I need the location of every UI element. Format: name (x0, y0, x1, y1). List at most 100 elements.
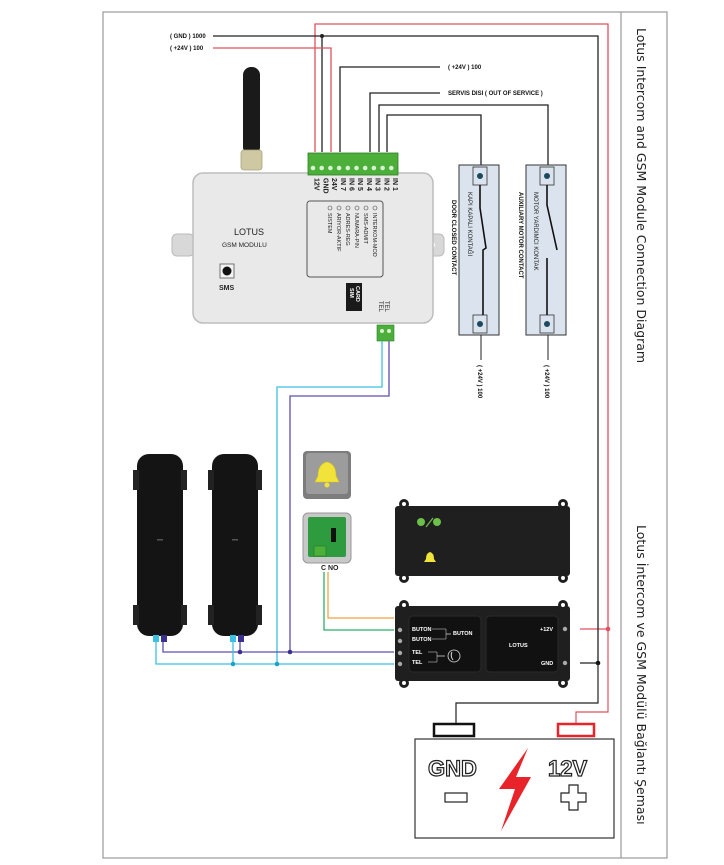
terminal-screw (380, 165, 385, 171)
battery-positive-terminal (556, 722, 596, 738)
led-label: SISTEM (326, 213, 332, 234)
terminal-label: IN 7 (339, 178, 346, 191)
sms-button-dot (222, 266, 232, 276)
plus-icon (560, 784, 587, 811)
photocell-beam-1 (133, 454, 187, 642)
intercom-brand: LOTUS (509, 643, 528, 649)
antenna-icon (240, 67, 263, 171)
terminal-gnd: GND (541, 661, 553, 667)
wire-beam-purple (162, 640, 394, 653)
wire-tel-cyan (276, 341, 383, 664)
terminal-screw (345, 165, 351, 171)
terminal-label: 12V (313, 178, 320, 191)
title-turkish: Lotus İntercom ve GSM Modülü Bağlantı Şe… (634, 525, 649, 825)
call-indicator-icon (417, 518, 425, 526)
tel-label-1: TEL (377, 301, 383, 313)
bell-indicator-icon (424, 552, 436, 562)
phone-icon (447, 649, 461, 663)
battery-wires (455, 629, 609, 723)
minus-icon (444, 792, 468, 803)
bell-icon (314, 461, 340, 483)
junction-dot (320, 34, 324, 38)
terminal-12v: +12V (540, 627, 553, 633)
terminal-screw (371, 165, 377, 171)
wire-motor-contact (378, 104, 549, 165)
led-label: SMS-ADMIT (362, 213, 368, 245)
terminal-label: IN 4 (365, 178, 372, 191)
door-contact-tr: KAPI KAPALI KONTAĞI (466, 192, 473, 256)
battery: GND 12V (414, 722, 615, 839)
battery-gnd-label: GND (428, 756, 477, 781)
led-panel (306, 200, 384, 278)
wire-beam-cyan (155, 640, 394, 665)
led-indicator (372, 205, 378, 211)
label-24v-top: ( +24V ) 100 (448, 65, 482, 71)
terminal-screw (319, 165, 325, 171)
label-24v-left: ( +24V ) 100 (170, 46, 204, 52)
lightning-bolt-icon (499, 748, 531, 831)
led-label: ADRES-REG (344, 213, 350, 246)
terminal-tel-2: TEL (412, 660, 423, 666)
tel-terminal (376, 324, 395, 342)
motor-contact-tr: MOTOR YARDIMCI KONTAK (532, 192, 538, 271)
terminal-tel-1: TEL (412, 650, 423, 656)
motor-contact-24v: ( +24V ) 100 (543, 365, 549, 399)
led-indicator (327, 205, 333, 211)
card-label: CARD (354, 286, 360, 302)
terminal-buton-2: BUTON (412, 637, 431, 643)
battery-12v-label: 12V (548, 756, 587, 781)
wire-tel-purple (289, 341, 390, 652)
sms-label: SMS (219, 285, 235, 292)
buton-group-label: BUTON (453, 631, 472, 637)
wire-servis-disi (369, 92, 440, 152)
terminal-buton-1: BUTON (412, 627, 431, 633)
gsm-subtitle: GSM MODULU (222, 242, 267, 249)
wire-button-green (323, 572, 394, 631)
terminal-label: IN 3 (374, 178, 381, 191)
terminal-screw (336, 165, 342, 171)
tel-wires (155, 341, 394, 665)
terminal-label: IN 5 (356, 178, 363, 191)
terminal-label: IN 6 (348, 178, 355, 191)
bell-button (303, 451, 351, 499)
intercom-outdoor-unit (395, 499, 570, 583)
intercom-main-unit: BUTON BUTON TEL TEL BUTON LOTUS +12V GND (395, 600, 570, 688)
terminal-screw (354, 165, 359, 171)
terminal-screw (328, 165, 333, 171)
led-indicator (345, 205, 351, 211)
title-english: Lotus Intercom and GSM Module Connection… (634, 28, 649, 363)
terminal-screw (389, 165, 394, 171)
led-label: INTERKOM-MOD (371, 213, 377, 257)
top-wires (213, 23, 609, 664)
terminal-screw (310, 165, 316, 171)
led-indicator (354, 205, 360, 211)
frame (102, 11, 668, 859)
terminal-label: 24V (330, 178, 337, 191)
motor-contact-en: AUXILIARY MOTOR CONTACT (517, 192, 523, 279)
terminal-label: IN 2 (382, 178, 389, 191)
tel-label-2: TEL (383, 301, 389, 313)
button-terminal-label: C NO (321, 565, 339, 572)
terminal-label: IN 1 (391, 178, 398, 191)
sim-card-slot (346, 283, 362, 311)
gsm-module: LOTUS GSM MODULU SMS IN 1IN 2IN 3IN 4IN … (171, 152, 445, 342)
bell-button-back: C NO (302, 512, 352, 572)
photocell-beam-2 (208, 454, 262, 642)
gsm-brand: LOTUS (234, 227, 264, 237)
input-terminal-block (307, 152, 399, 176)
terminal-screw (362, 165, 368, 171)
door-contact-24v: ( +24V ) 100 (476, 365, 482, 399)
label-gnd-1000: ( GND ) 1000 (170, 34, 206, 40)
wire-24v-left (213, 47, 332, 152)
terminal-label: GND (321, 178, 328, 194)
door-contact: KAPI KAPALI KONTAĞI DOOR CLOSED CONTACT … (450, 164, 500, 399)
wire-gnd-1000 (213, 35, 599, 664)
wire-door-contact (386, 114, 482, 165)
wire-red-12v (314, 23, 609, 630)
motor-contact: MOTOR YARDIMCI KONTAK AUXILIARY MOTOR CO… (517, 164, 567, 399)
wire-button-orange (327, 572, 394, 619)
wire-24v-top (339, 66, 440, 152)
led-label: ARIYOR-AKTIF (335, 213, 341, 252)
led-indicator (336, 205, 342, 211)
